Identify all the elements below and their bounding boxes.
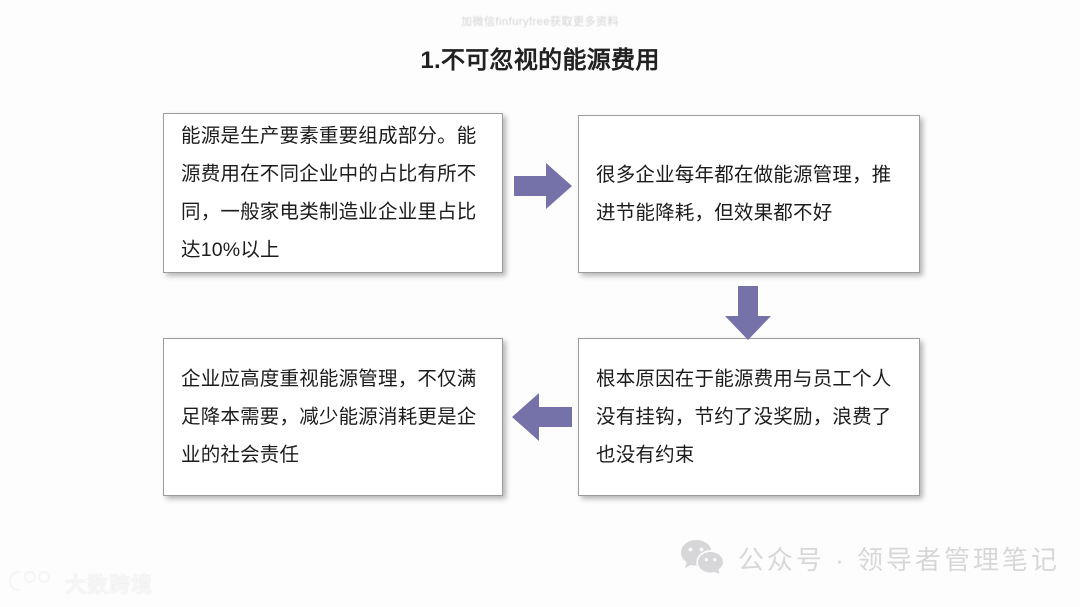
brand-footer: 公众号 · 领导者管理笔记 xyxy=(680,538,1060,579)
flow-box-text: 根本原因在于能源费用与员工个人没有挂钩，节约了没奖励，浪费了也没有约束 xyxy=(596,368,892,466)
site-watermark-label: 大数跨境 xyxy=(65,573,153,597)
wechat-icon xyxy=(680,538,724,579)
flow-box-energy-share: 能源是生产要素重要组成部分。能源费用在不同企业中的占比有所不同，一般家电类制造业… xyxy=(163,113,503,273)
dashukuajing-logo-icon xyxy=(8,568,58,599)
flow-box-text: 很多企业每年都在做能源管理，推进节能降耗，但效果都不好 xyxy=(596,164,892,224)
arrow-right-icon xyxy=(514,163,572,214)
site-watermark: 大数跨境 xyxy=(8,568,153,599)
arrow-left-icon xyxy=(512,393,572,446)
top-watermark-text: 加微信finfuryfree获取更多资料 xyxy=(461,16,619,28)
page-title: 1.不可忽视的能源费用 xyxy=(420,47,660,74)
arrow-down-icon xyxy=(725,286,771,345)
flow-box-text: 能源是生产要素重要组成部分。能源费用在不同企业中的占比有所不同，一般家电类制造业… xyxy=(181,125,477,261)
flow-box-responsibility: 企业应高度重视能源管理，不仅满足降本需要，减少能源消耗更是企业的社会责任 xyxy=(163,338,503,496)
flow-box-text: 企业应高度重视能源管理，不仅满足降本需要，减少能源消耗更是企业的社会责任 xyxy=(181,368,477,466)
flow-box-mgmt-effort: 很多企业每年都在做能源管理，推进节能降耗，但效果都不好 xyxy=(578,115,920,273)
brand-label: 公众号 · 领导者管理笔记 xyxy=(737,545,1060,575)
flow-box-root-cause: 根本原因在于能源费用与员工个人没有挂钩，节约了没奖励，浪费了也没有约束 xyxy=(578,338,920,496)
